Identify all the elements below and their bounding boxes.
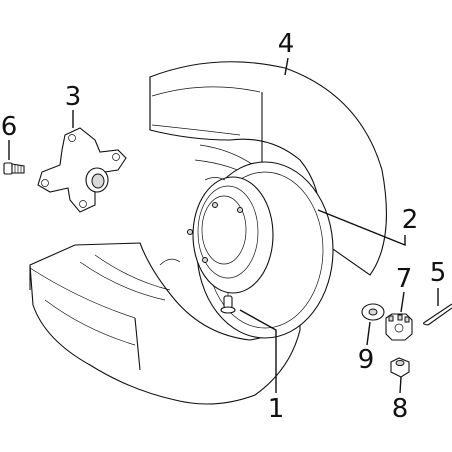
callout-spacer: 8 — [392, 394, 409, 424]
cotter-pin — [422, 303, 452, 326]
leader-lines — [8, 57, 439, 394]
spacer — [390, 357, 410, 378]
callout-hub-bolt: 6 — [1, 112, 18, 142]
callout-castle-nut: 7 — [396, 264, 413, 294]
hub — [37, 127, 127, 213]
callout-valve-stem: 1 — [268, 394, 285, 424]
castle-nut — [385, 313, 413, 341]
hub-bolt — [3, 162, 25, 175]
callout-tire: 4 — [278, 29, 295, 59]
rim — [159, 161, 334, 339]
callout-rim: 2 — [402, 205, 419, 235]
callout-cotter-pin: 5 — [430, 258, 447, 288]
washer — [361, 303, 385, 321]
callout-hub: 3 — [65, 82, 82, 112]
callout-washer: 9 — [358, 345, 375, 375]
valve-stem — [220, 292, 236, 314]
